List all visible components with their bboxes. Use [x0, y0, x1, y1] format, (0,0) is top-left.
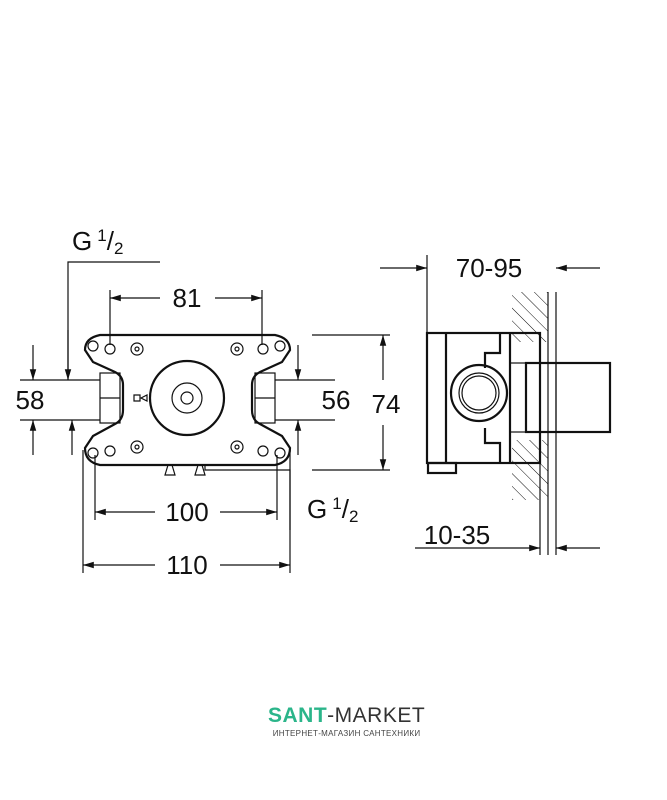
logo-tagline: ИНТЕРНЕТ-МАГАЗИН САНТЕХНИКИ: [272, 729, 421, 738]
dim-70-95: 70-95: [456, 253, 523, 283]
flow-arrow-icon: [133, 394, 148, 402]
dim-81: 81: [173, 283, 202, 313]
sant-market-logo: SANT-MARKET ИНТЕРНЕТ-МАГАЗИН САНТЕХНИКИ: [268, 704, 425, 738]
front-dimensions: [20, 261, 390, 573]
side-dimensions: [380, 255, 600, 555]
front-view: [83, 333, 292, 476]
dim-56: 56: [322, 385, 351, 415]
dim-74: 74: [372, 389, 401, 419]
dim-10-35: 10-35: [424, 520, 491, 550]
logo-brand-accent: SANT: [268, 704, 328, 727]
logo-brand-rest: -MARKET: [327, 704, 426, 727]
side-view: [425, 292, 612, 555]
dim-58: 58: [16, 385, 45, 415]
dim-110: 110: [166, 550, 207, 580]
dim-100: 100: [165, 497, 208, 527]
